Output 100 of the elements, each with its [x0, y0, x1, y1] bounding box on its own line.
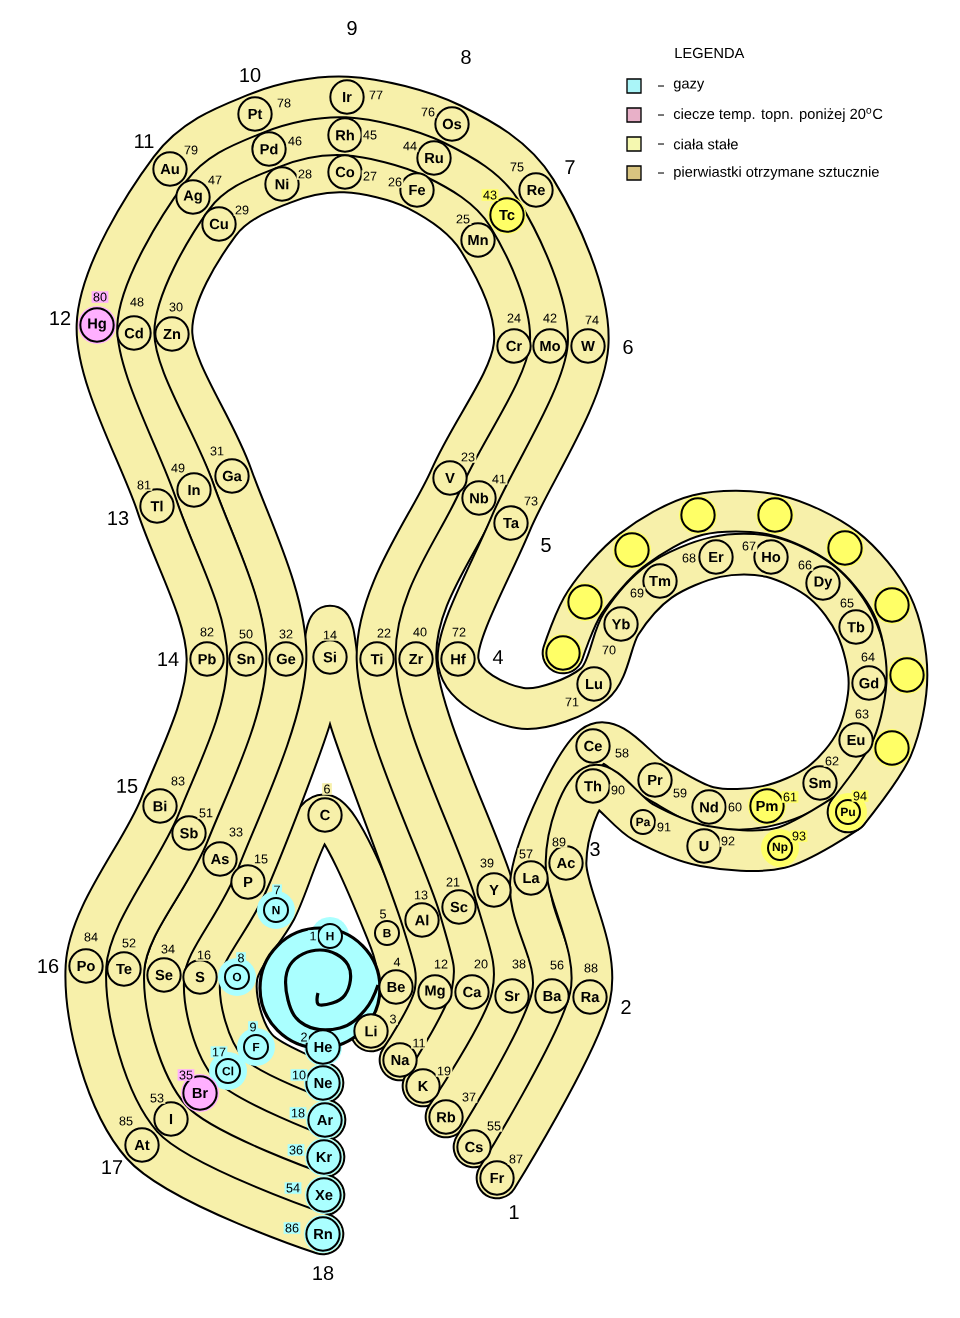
atomic-number: 75 [508, 161, 526, 173]
group-number: 9 [347, 20, 357, 36]
atomic-number: 60 [726, 801, 744, 813]
atomic-number: 48 [128, 296, 146, 308]
atomic-number: 68 [680, 552, 698, 564]
atomic-number: 80 [91, 291, 109, 303]
atomic-number: 3 [388, 1013, 398, 1025]
empty-circle [545, 635, 581, 671]
atomic-number: 2 [299, 1031, 309, 1043]
group-number: 12 [50, 311, 71, 325]
atomic-number: 19 [435, 1065, 453, 1077]
empty-circle [827, 530, 863, 566]
atomic-number: 44 [401, 140, 419, 152]
atomic-number: 65 [838, 597, 856, 609]
atomic-number: 89 [550, 836, 568, 848]
atomic-number: 55 [485, 1120, 503, 1132]
atomic-number: 41 [490, 473, 508, 485]
atomic-number: 26 [386, 176, 404, 188]
atomic-number: 52 [120, 937, 138, 949]
atomic-number: 54 [284, 1182, 302, 1194]
empty-circle [680, 497, 716, 533]
atomic-number: 32 [277, 628, 295, 640]
atomic-number: 53 [148, 1092, 166, 1104]
legend-text: ciała stałe [673, 138, 738, 150]
atomic-number: 25 [454, 213, 472, 225]
group-number: 2 [621, 1000, 631, 1014]
atomic-number: 82 [198, 626, 216, 638]
group-number: 18 [313, 1265, 334, 1281]
atomic-number: 9 [248, 1021, 258, 1033]
group-number: 16 [38, 958, 59, 974]
atomic-number: 42 [541, 312, 559, 324]
group-number: 5 [541, 538, 551, 552]
legend-heading: LEGENDA [675, 47, 745, 59]
atomic-number: 74 [583, 314, 601, 326]
atomic-number: 1 [308, 930, 318, 942]
group-number: 13 [108, 510, 129, 526]
atomic-number: 92 [719, 835, 737, 847]
atomic-number: 78 [275, 97, 293, 109]
atomic-number: 59 [671, 787, 689, 799]
atomic-number: 14 [321, 629, 339, 641]
atomic-number: 77 [367, 89, 385, 101]
empty-circle [757, 497, 793, 533]
atomic-number: 61 [781, 791, 799, 803]
atomic-number: 13 [412, 889, 430, 901]
atomic-number: 5 [378, 908, 388, 920]
atomic-number: 73 [522, 495, 540, 507]
atomic-number: 10 [290, 1069, 308, 1081]
atomic-number: 18 [289, 1107, 307, 1119]
atomic-number: 33 [227, 826, 245, 838]
atomic-number: 8 [236, 952, 246, 964]
atomic-number: 30 [167, 301, 185, 313]
atomic-number: 12 [432, 958, 450, 970]
atomic-number: 46 [286, 135, 304, 147]
atomic-number: 17 [210, 1046, 228, 1058]
atomic-number: 85 [117, 1115, 135, 1127]
atomic-number: 37 [460, 1091, 478, 1103]
atomic-number: 23 [459, 451, 477, 463]
atomic-number: 27 [361, 170, 379, 182]
empty-circle [889, 657, 925, 693]
legend-text: pierwiastki otrzymane sztucznie [674, 166, 879, 180]
atomic-number: 84 [82, 931, 100, 943]
atomic-number: 24 [505, 312, 523, 324]
group-number: 8 [461, 49, 471, 65]
atomic-number: 34 [159, 943, 177, 955]
atomic-number: 86 [283, 1222, 301, 1234]
atomic-number: 36 [287, 1144, 305, 1156]
group-number: 15 [117, 779, 138, 793]
atomic-number: 51 [197, 807, 215, 819]
atomic-number: 21 [444, 876, 462, 888]
atomic-number: 20 [472, 958, 490, 970]
atomic-number: 49 [169, 462, 187, 474]
atomic-number: 94 [851, 790, 869, 802]
group-number: 7 [565, 160, 575, 174]
group-number: 17 [102, 1160, 123, 1174]
atomic-number: 35 [177, 1069, 195, 1081]
empty-circle [614, 532, 650, 568]
atomic-number: 57 [517, 848, 535, 860]
atomic-number: 58 [613, 747, 631, 759]
atomic-number: 22 [375, 627, 393, 639]
group-number: 6 [623, 339, 633, 355]
legend-text: ciecze temp. topn. poniżej 20$^{o}$C [673, 108, 883, 122]
atomic-number: 56 [548, 959, 566, 971]
atomic-number: 43 [481, 189, 499, 201]
atomic-number: 50 [237, 628, 255, 640]
atomic-number: 40 [411, 626, 429, 638]
group-number: 11 [135, 134, 154, 148]
atomic-number: 90 [609, 784, 627, 796]
group-number: 3 [590, 841, 600, 857]
atomic-number: 7 [272, 884, 282, 896]
empty-circle [874, 587, 910, 623]
group-number: 14 [158, 652, 179, 666]
group-number: 10 [240, 67, 261, 83]
atomic-number: 15 [252, 853, 270, 865]
atomic-number: 72 [450, 626, 468, 638]
atomic-number: 67 [740, 540, 758, 552]
atomic-number: 63 [853, 708, 871, 720]
atomic-number: 6 [322, 783, 332, 795]
atomic-number: 28 [296, 168, 314, 180]
atomic-number: 62 [823, 755, 841, 767]
atomic-number: 93 [790, 830, 808, 842]
